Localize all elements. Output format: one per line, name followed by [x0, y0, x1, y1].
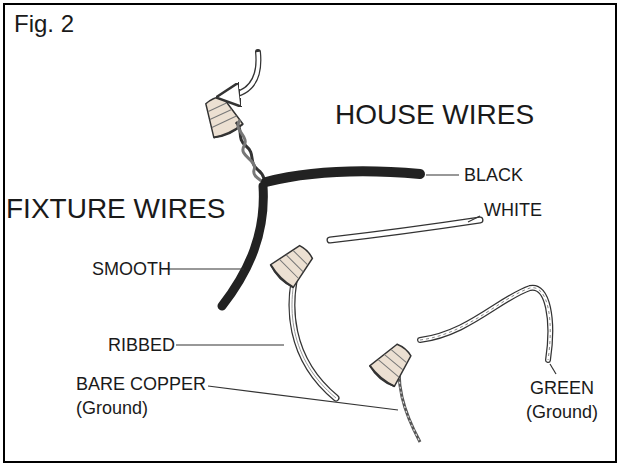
turn-arrow	[228, 52, 258, 96]
black-wire	[266, 171, 420, 182]
wire-nut	[269, 240, 319, 290]
leader-line	[208, 386, 398, 410]
twisted-wires	[238, 120, 266, 186]
leader-line	[468, 216, 480, 222]
leader-line	[162, 268, 244, 269]
wire-label: RIBBED	[108, 333, 175, 357]
group-heading: FIXTURE WIRES	[6, 190, 225, 228]
white-wire	[330, 220, 480, 240]
group-heading: HOUSE WIRES	[335, 96, 534, 134]
wire-nut	[368, 339, 417, 389]
figure-frame	[4, 4, 616, 462]
wire-label: GREEN (Ground)	[516, 376, 608, 425]
wire-label: BARE COPPER (Ground)	[76, 372, 226, 421]
wire-nut	[199, 92, 244, 140]
green-wire	[420, 288, 550, 360]
wire-label: BLACK	[464, 163, 523, 187]
green-wire	[420, 288, 550, 360]
leader-line	[426, 174, 459, 175]
white-wire	[330, 220, 480, 240]
green-wire	[420, 288, 550, 360]
leader-line	[550, 364, 556, 374]
leader-line	[176, 344, 284, 345]
wire-label: WHITE	[484, 198, 542, 222]
figure-title: Fig. 2	[14, 8, 74, 40]
turn-arrow	[228, 52, 258, 96]
smooth-wire	[222, 186, 263, 306]
wire-label: SMOOTH	[92, 257, 171, 281]
